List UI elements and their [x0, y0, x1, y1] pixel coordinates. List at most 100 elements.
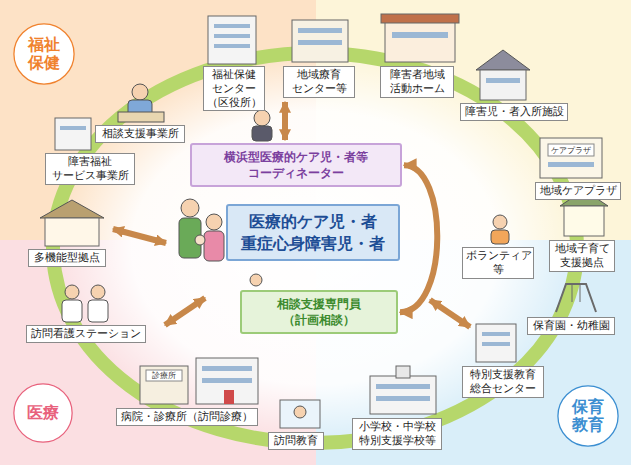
person-head [132, 84, 148, 100]
node-text: 福祉 保健 [22, 36, 66, 73]
circle-shape [14, 384, 72, 442]
node-text: 障害福祉 サービス事業所 [49, 155, 131, 183]
window-row [482, 332, 510, 336]
home [280, 400, 320, 428]
window-row [298, 40, 342, 45]
person-body [62, 300, 82, 322]
domain-circle: 保育 教育 [556, 384, 620, 448]
facility-box: 地域子育て 支援拠点 [549, 240, 615, 272]
school-building [370, 376, 436, 414]
window-row [376, 384, 430, 389]
person-head [493, 215, 507, 229]
facility-box: 障害児・者入所施設 [460, 103, 568, 121]
facility-box: 障害福祉 サービス事業所 [45, 153, 135, 185]
desk [118, 112, 164, 122]
person-head [294, 406, 306, 418]
circle-shape [558, 386, 618, 446]
facility-box: 地域療育 センター等 [283, 66, 355, 98]
node-text: 多機能型拠点 [32, 251, 102, 265]
window-row [214, 34, 250, 38]
window-row [376, 396, 430, 401]
node-text: ボランティア 等 [466, 249, 530, 277]
node-text: 訪問看護ステーション [30, 327, 142, 341]
person-body [491, 230, 509, 244]
node-text: 障害者地域 活動ホーム [384, 68, 450, 96]
person-head [91, 285, 105, 299]
window-row [392, 32, 448, 38]
roof [381, 14, 459, 23]
roof [476, 50, 530, 70]
domain-circle: 医療 [12, 382, 74, 444]
building [564, 206, 604, 236]
node-text: 福祉保健 センター （区役所） [207, 68, 261, 109]
node-text: 特別支援教育 総合センター [466, 368, 540, 396]
child-head [195, 235, 205, 245]
person-body [204, 231, 224, 261]
person-head [254, 110, 270, 126]
facility-box: 病院・診療所（訪問診療） [116, 408, 258, 426]
node-text: 医療的ケア児・者 重症心身障害児・者 [234, 211, 392, 254]
swing-frame [556, 284, 596, 312]
window-row [214, 24, 250, 28]
facility-box: 保育園・幼稚園 [527, 317, 615, 335]
circle-shape [14, 24, 74, 84]
person-body [252, 126, 272, 141]
facility-box: 相談支援事業所 [95, 125, 185, 143]
facility-box: 多機能型拠点 [28, 249, 106, 267]
person-body [88, 300, 108, 322]
clinic-building [140, 366, 188, 404]
building [480, 70, 526, 100]
building [292, 20, 348, 62]
window-row [214, 44, 250, 48]
swing-rope [580, 284, 581, 302]
sign [548, 144, 594, 156]
node-text: 保育 教育 [566, 398, 610, 435]
person-head [65, 285, 79, 299]
facility-box: 訪問看護ステーション [26, 325, 146, 343]
building [385, 22, 455, 62]
node-text: 地域療育 センター等 [287, 68, 351, 96]
swing-rope [572, 284, 573, 302]
sign-label: ケアプラザ [551, 147, 591, 155]
cross [224, 390, 234, 404]
double-arrow [282, 102, 288, 140]
node-text: 横浜型医療的ケア児・者等 コーディネーター [196, 149, 396, 181]
green-ring [53, 53, 577, 443]
facility-box: 小学校・中学校 特別支援学校等 [352, 418, 442, 450]
node-text: 訪問教育 [272, 434, 320, 448]
domain-circle: 福祉 保健 [12, 22, 76, 86]
building [208, 16, 256, 64]
double-arrow [430, 300, 470, 327]
window-row [202, 366, 252, 371]
building [540, 138, 602, 178]
building [55, 118, 91, 150]
double-arrow [113, 229, 166, 243]
window-row [486, 78, 520, 83]
sign-label: 診療所 [152, 372, 176, 380]
hospital-building [196, 358, 258, 404]
node-text: 保育園・幼稚園 [531, 319, 611, 333]
node-text: 障害児・者入所施設 [464, 105, 564, 119]
building [45, 218, 99, 246]
person-head [206, 214, 222, 230]
facility-box: 福祉保健 センター （区役所） [203, 66, 265, 111]
double-arrow [165, 298, 205, 325]
facility-box: 地域ケアプラザ [535, 182, 621, 200]
curved-double-arrow [400, 165, 437, 312]
center-glow [53, 53, 577, 443]
clock-tower [396, 366, 410, 378]
facility-box: 障害者地域 活動ホーム [380, 66, 454, 98]
facility-box: 相談支援専門員 （計画相談） [240, 290, 398, 334]
facility-box: 訪問教育 [268, 432, 324, 450]
facility-box: ボランティア 等 [462, 247, 534, 279]
sign [146, 370, 182, 381]
building [476, 324, 516, 362]
window-row [298, 28, 342, 33]
node-text: 地域子育て 支援拠点 [553, 242, 611, 270]
roof [40, 200, 104, 218]
node-text: 小学校・中学校 特別支援学校等 [356, 420, 438, 448]
node-text: 医療 [27, 404, 59, 422]
window-row [482, 342, 510, 346]
node-text: 相談支援事業所 [99, 127, 181, 141]
